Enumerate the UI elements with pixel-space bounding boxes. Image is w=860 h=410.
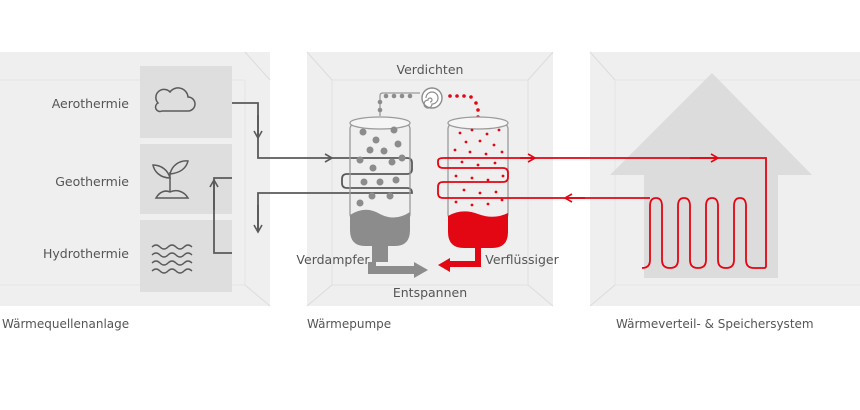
step-expand: Entspannen bbox=[393, 285, 467, 300]
distribution-loop bbox=[520, 153, 767, 269]
water-waves-icon bbox=[151, 244, 193, 274]
caption-source: Wärmequellenanlage bbox=[2, 317, 129, 331]
source-label-geothermie: Geothermie bbox=[55, 174, 129, 189]
source-loop bbox=[209, 102, 375, 254]
plant-icon bbox=[152, 160, 190, 199]
condenser-vessel bbox=[438, 116, 509, 272]
evaporator-coil bbox=[332, 157, 413, 194]
house-shape bbox=[610, 73, 812, 278]
evaporator-vessel bbox=[349, 116, 428, 278]
vapor-bubbles bbox=[356, 126, 406, 207]
cloud-icon bbox=[154, 87, 196, 113]
geothermie-card bbox=[140, 144, 232, 214]
condensate-droplets bbox=[453, 128, 505, 207]
aerothermie-card bbox=[140, 66, 232, 138]
condenser-coil bbox=[437, 157, 563, 199]
step-condenser: Verflüssiger bbox=[485, 252, 559, 267]
source-label-hydrothermie: Hydrothermie bbox=[43, 246, 129, 261]
hydrothermie-card bbox=[140, 220, 232, 292]
step-evaporator: Verdampfer bbox=[296, 252, 370, 267]
caption-heatpump: Wärmepumpe bbox=[307, 317, 391, 331]
caption-distribution: Wärmeverteil- & Speichersystem bbox=[616, 317, 814, 331]
source-label-aerothermie: Aerothermie bbox=[52, 96, 130, 111]
step-compress: Verdichten bbox=[397, 62, 464, 77]
